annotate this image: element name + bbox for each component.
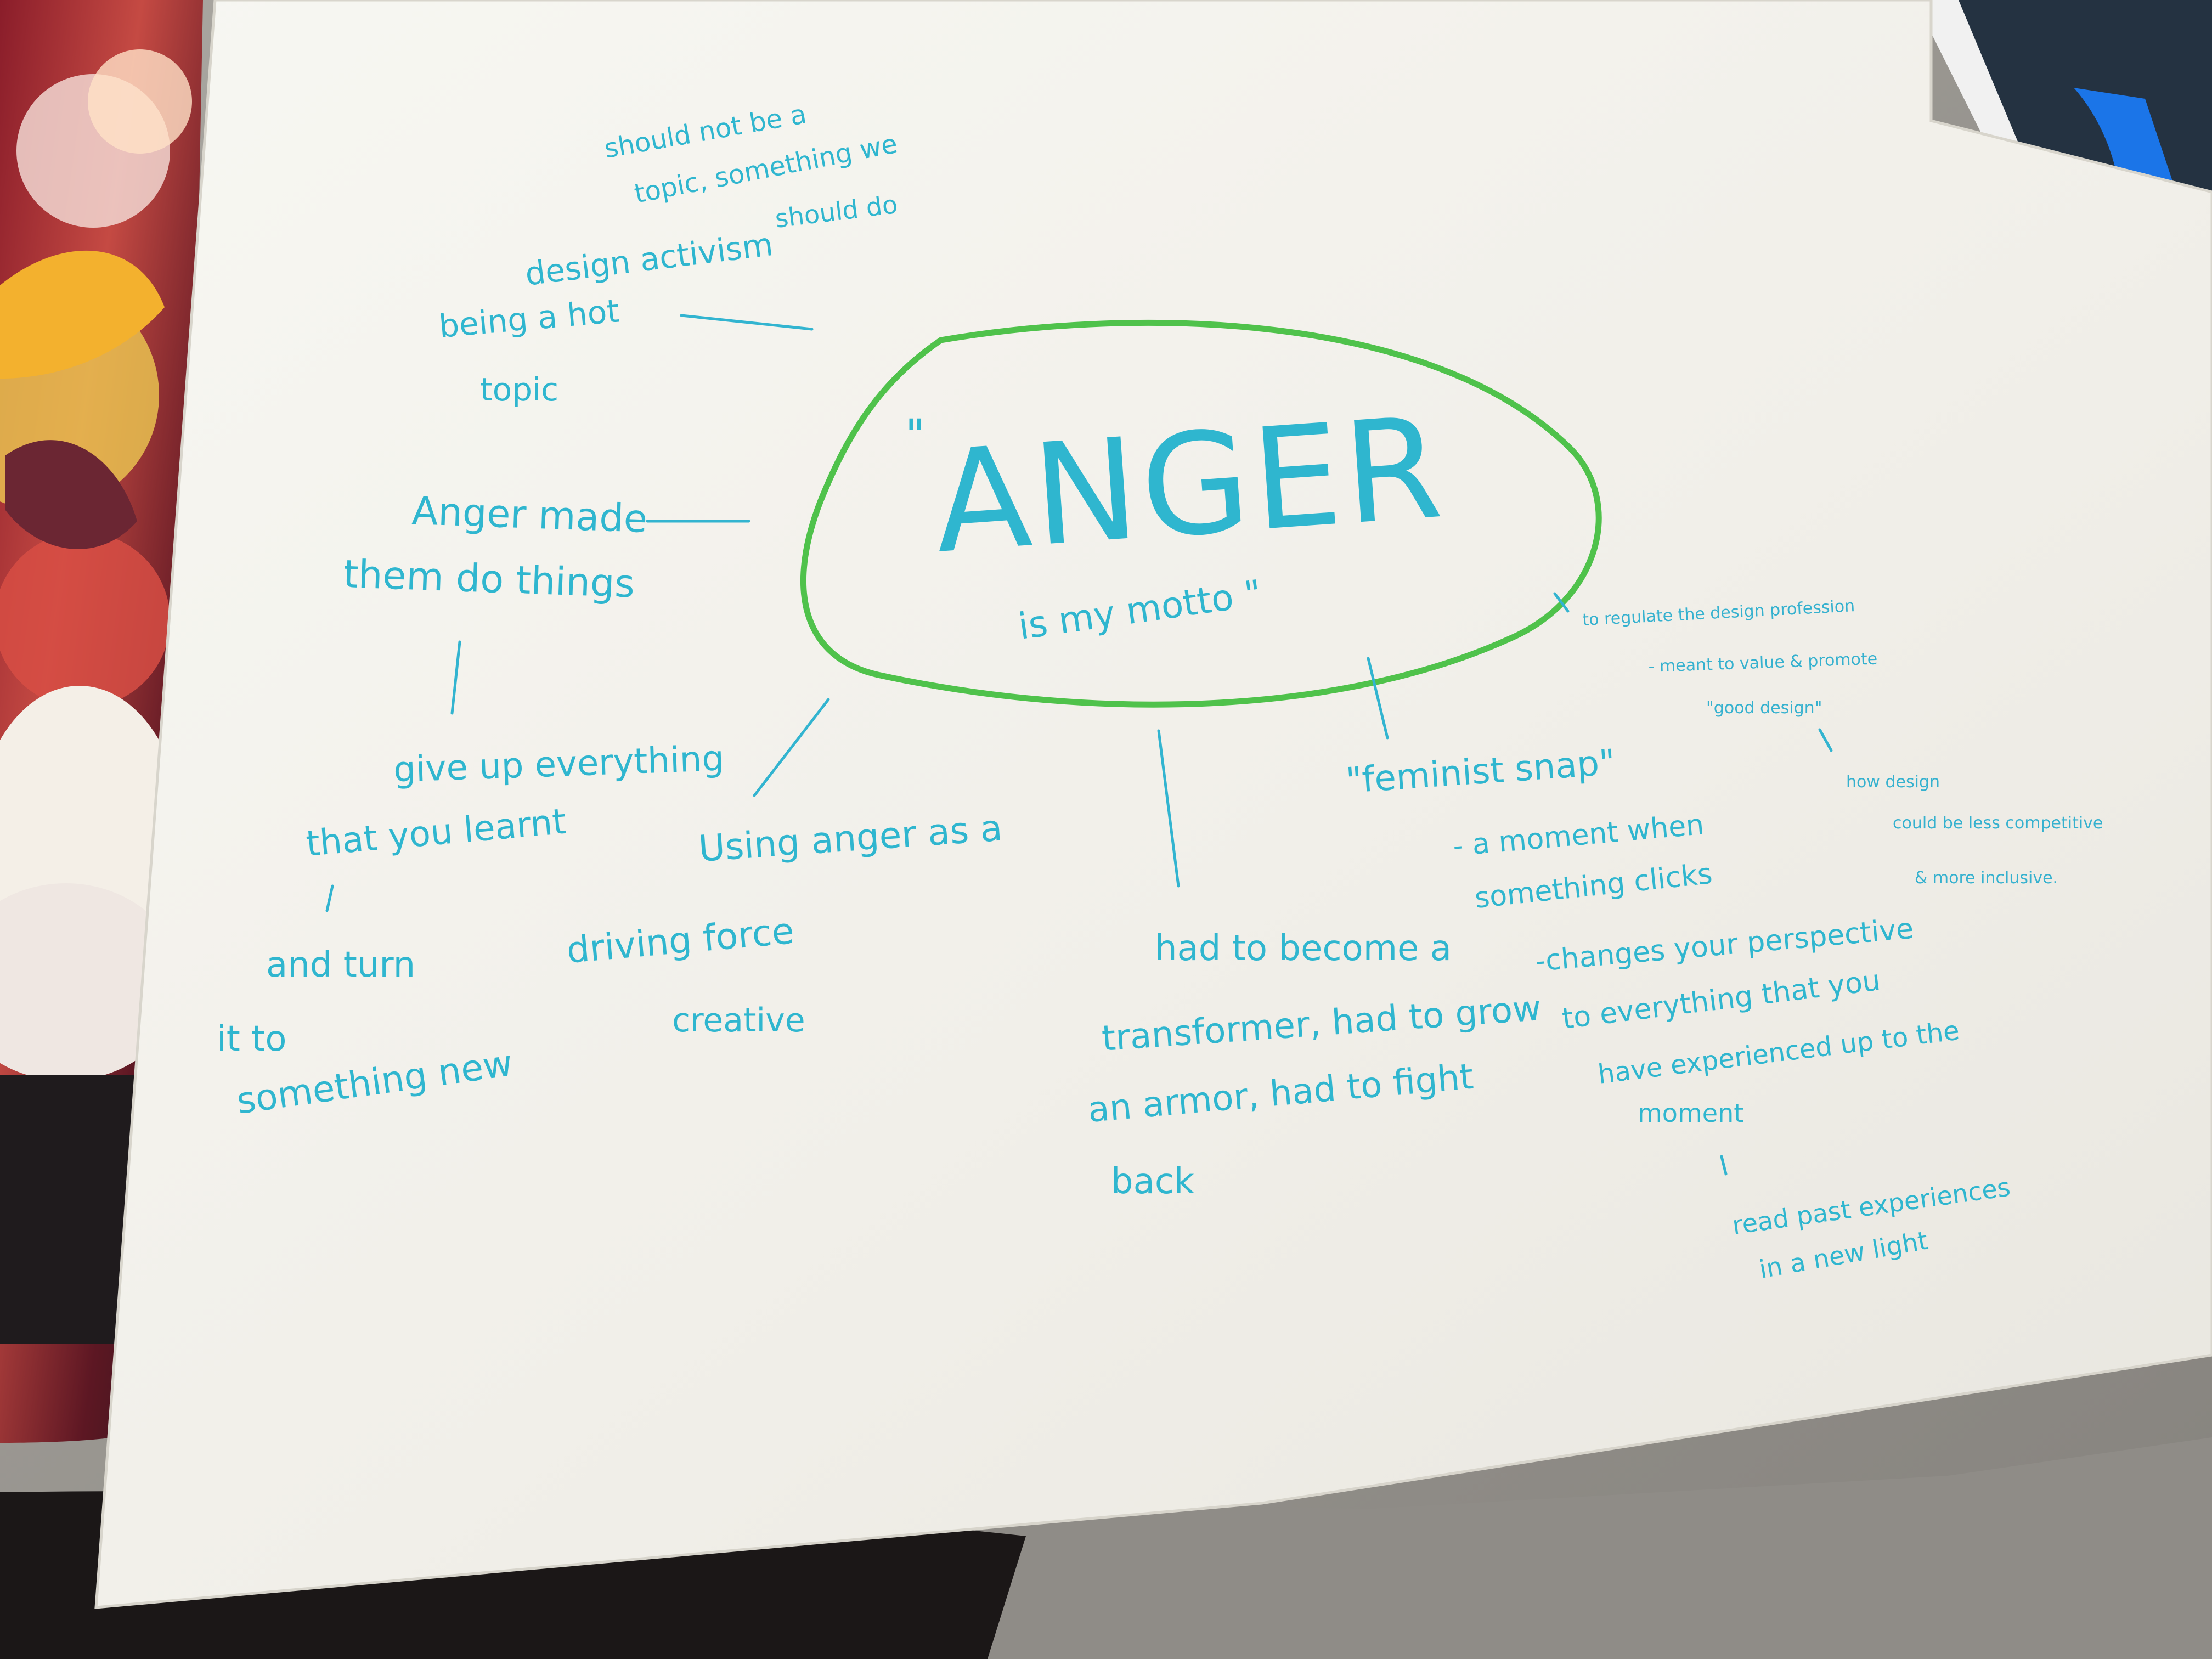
note-using-3: creative (672, 1001, 805, 1040)
center-anger-word: ANGER (929, 387, 1451, 585)
note-inclusive-1: how design (1846, 772, 1940, 792)
note-inclusive-2: could be less competitive (1893, 814, 2103, 833)
center-quote-open: " (905, 411, 925, 460)
note-turn-1: and turn (266, 945, 415, 985)
note-made-them-1: Anger made (411, 488, 648, 541)
note-hot-topic-2: topic (480, 371, 558, 408)
note-perspective-4: moment (1638, 1098, 1743, 1128)
note-regulate-3: "good design" (1706, 698, 1822, 718)
note-transformer-1: had to become a (1155, 928, 1452, 969)
note-turn-2: it to (217, 1019, 286, 1059)
poster-paper (94, 0, 2212, 1609)
note-inclusive-3: & more inclusive. (1915, 868, 2058, 888)
illustrated-mouse-mat (0, 0, 203, 1443)
note-transformer-4: back (1111, 1161, 1194, 1202)
connector-lines (325, 314, 1833, 1176)
note-made-them-2: them do things (342, 551, 635, 606)
